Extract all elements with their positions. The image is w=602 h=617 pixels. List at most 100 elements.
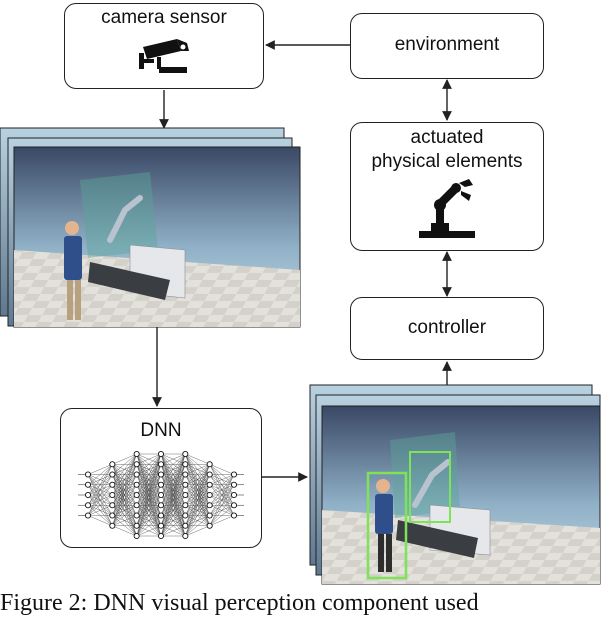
- nn-neuron: [133, 461, 140, 468]
- nn-neuron: [109, 491, 116, 499]
- camera-sensor-label: camera sensor: [101, 7, 227, 28]
- nn-edge: [160, 453, 186, 516]
- nn-edge: [160, 464, 186, 537]
- nn-neuron: [206, 502, 213, 509]
- nn-neuron: [206, 491, 213, 499]
- nn-edge: [209, 474, 235, 506]
- nn-neuron: [182, 512, 189, 519]
- nn-edge: [136, 515, 162, 537]
- nn-edge: [185, 494, 210, 537]
- nn-edge: [112, 505, 137, 526]
- nn-neuron: [157, 502, 165, 509]
- nn-edge: [136, 453, 162, 465]
- nn-neuron: [182, 522, 189, 529]
- nn-edge: [87, 464, 113, 475]
- nn-edge: [136, 494, 162, 537]
- nn-neuron: [84, 491, 92, 499]
- nn-edge: [136, 505, 162, 537]
- environment-label: environment: [394, 34, 500, 55]
- nn-edge: [112, 453, 137, 506]
- nn-edge: [136, 453, 162, 496]
- neural-network-icon: [78, 450, 244, 540]
- nn-edge: [209, 515, 235, 526]
- environment-node: environment: [350, 13, 544, 79]
- nn-edge: [160, 515, 186, 537]
- nn-edge: [209, 474, 235, 526]
- nn-edge: [136, 464, 162, 537]
- nn-neuron: [182, 502, 189, 509]
- nn-neuron: [206, 512, 213, 519]
- nn-neuron: [133, 481, 140, 488]
- nn-neuron: [133, 491, 140, 499]
- nn-neuron: [206, 461, 213, 468]
- controller-node: controller: [350, 297, 544, 360]
- nn-edge: [87, 464, 113, 496]
- nn-neuron: [109, 522, 116, 529]
- nn-edge: [209, 474, 235, 485]
- nn-edge: [185, 464, 210, 496]
- nn-neuron: [230, 481, 238, 488]
- camera-sensor-node: camera sensor: [64, 3, 264, 89]
- nn-edge: [112, 464, 137, 526]
- nn-neuron: [230, 502, 238, 509]
- nn-neuron: [157, 512, 165, 519]
- actuated-physical-elements-node: actuated physical elements: [350, 122, 544, 251]
- nn-edge: [160, 474, 186, 537]
- bbox-human: [366, 471, 408, 580]
- nn-neuron: [84, 512, 92, 519]
- nn-neuron: [157, 481, 165, 488]
- nn-neuron: [133, 512, 140, 519]
- nn-neuron: [84, 502, 92, 509]
- nn-neuron: [182, 491, 189, 499]
- nn-neuron: [157, 461, 165, 468]
- nn-edge: [112, 453, 137, 496]
- dnn-node: DNN: [60, 408, 262, 548]
- nn-edge: [160, 525, 186, 537]
- nn-neuron: [157, 471, 165, 478]
- nn-neuron: [133, 532, 140, 540]
- nn-edge: [209, 474, 235, 496]
- nn-edge: [160, 453, 186, 485]
- nn-edge: [136, 474, 162, 537]
- nn-neuron: [182, 532, 189, 540]
- nn-neuron: [206, 522, 213, 529]
- nn-neuron: [182, 471, 189, 478]
- nn-edge: [136, 525, 162, 537]
- nn-edge: [87, 505, 113, 516]
- nn-edge: [160, 494, 186, 537]
- nn-neuron: [133, 450, 140, 458]
- nn-edge: [136, 453, 162, 516]
- nn-edge: [136, 484, 162, 537]
- nn-edge: [185, 484, 210, 537]
- connections: [152, 40, 452, 482]
- nn-edge: [209, 464, 235, 475]
- nn-edge: [160, 453, 186, 526]
- nn-neuron: [157, 532, 165, 540]
- nn-edge: [136, 453, 162, 506]
- controller-label: controller: [407, 317, 487, 338]
- dnn-label: DNN: [140, 420, 182, 441]
- nn-edge: [87, 494, 113, 516]
- nn-neuron: [133, 471, 140, 478]
- nn-edge: [87, 515, 113, 526]
- nn-edge: [185, 515, 210, 537]
- nn-edge: [112, 453, 137, 516]
- input-frame-stack: [0, 127, 301, 328]
- nn-neuron: [206, 481, 213, 488]
- nn-neuron: [157, 491, 165, 499]
- nn-neuron: [182, 450, 189, 458]
- figure-caption: Figure 2: DNN visual perception componen…: [0, 590, 479, 616]
- nn-neuron: [109, 481, 116, 488]
- nn-neuron: [182, 461, 189, 468]
- nn-neuron: [109, 461, 116, 468]
- robot-arm-icon: [419, 179, 475, 238]
- nn-neuron: [157, 522, 165, 529]
- nn-edge: [185, 464, 210, 506]
- nn-edge: [160, 453, 186, 537]
- nn-edge: [112, 484, 137, 526]
- nn-edge: [87, 474, 113, 516]
- nn-edge: [136, 453, 162, 485]
- nn-edge: [112, 515, 137, 526]
- nn-edge: [185, 464, 210, 516]
